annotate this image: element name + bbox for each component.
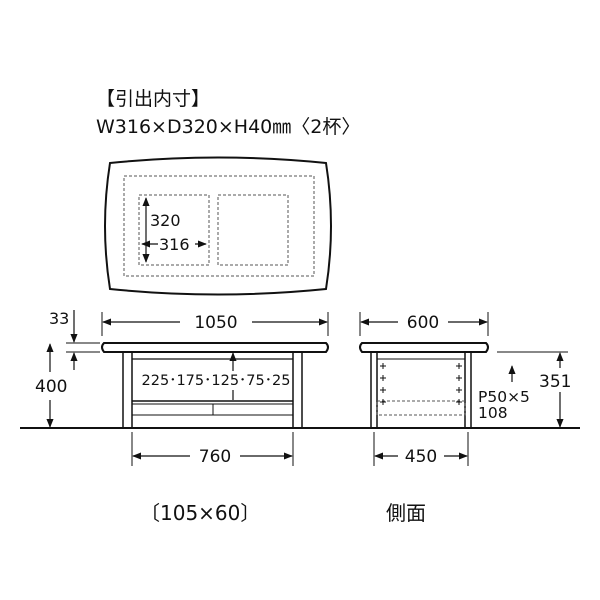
drawer-dimensions: W316×D320×H40㎜〈2杯〉 [96,116,361,138]
side-drawer-dashed [376,400,466,416]
spec-title: 【引出内寸】 [96,88,211,110]
inner-width-label: 760 [199,447,231,467]
drawer-left-dashed [138,194,210,266]
side-height-label: 351 [539,372,571,392]
drawer-right-dashed [217,194,289,266]
tabletop-outline [104,156,332,296]
frame-dashed [123,175,315,277]
inner-depth-label: 450 [405,447,437,467]
side-tabletop [359,342,489,353]
front-height-label: 400 [35,377,67,397]
side-caption: 側面 [386,501,426,525]
top-view: 320 316 [104,156,332,296]
drawer-width-label: 316 [159,235,190,254]
side-depth-label: 600 [407,313,439,333]
shelf-positions-label: 225･175･125･75･25 [142,373,291,389]
front-tabletop [101,342,329,353]
front-leg-left [122,351,133,429]
front-caption: 〔105×60〕 [140,501,261,525]
adjust-pitch-label: P50×5 [478,388,530,406]
front-leg-right [292,351,303,429]
side-view: 600 351 P50×5 108 450 [359,312,571,467]
front-width-label: 1050 [194,313,237,333]
adjust-min-label: 108 [478,404,508,422]
side-leg-front [370,351,378,429]
top-thickness-label: 33 [49,309,69,328]
side-leg-back [464,351,472,429]
drawer-depth-label: 320 [150,211,181,230]
shelf-pin-holes [380,363,462,405]
front-view: 1050 33 400 225･175･125･75･25 760 [20,309,580,467]
